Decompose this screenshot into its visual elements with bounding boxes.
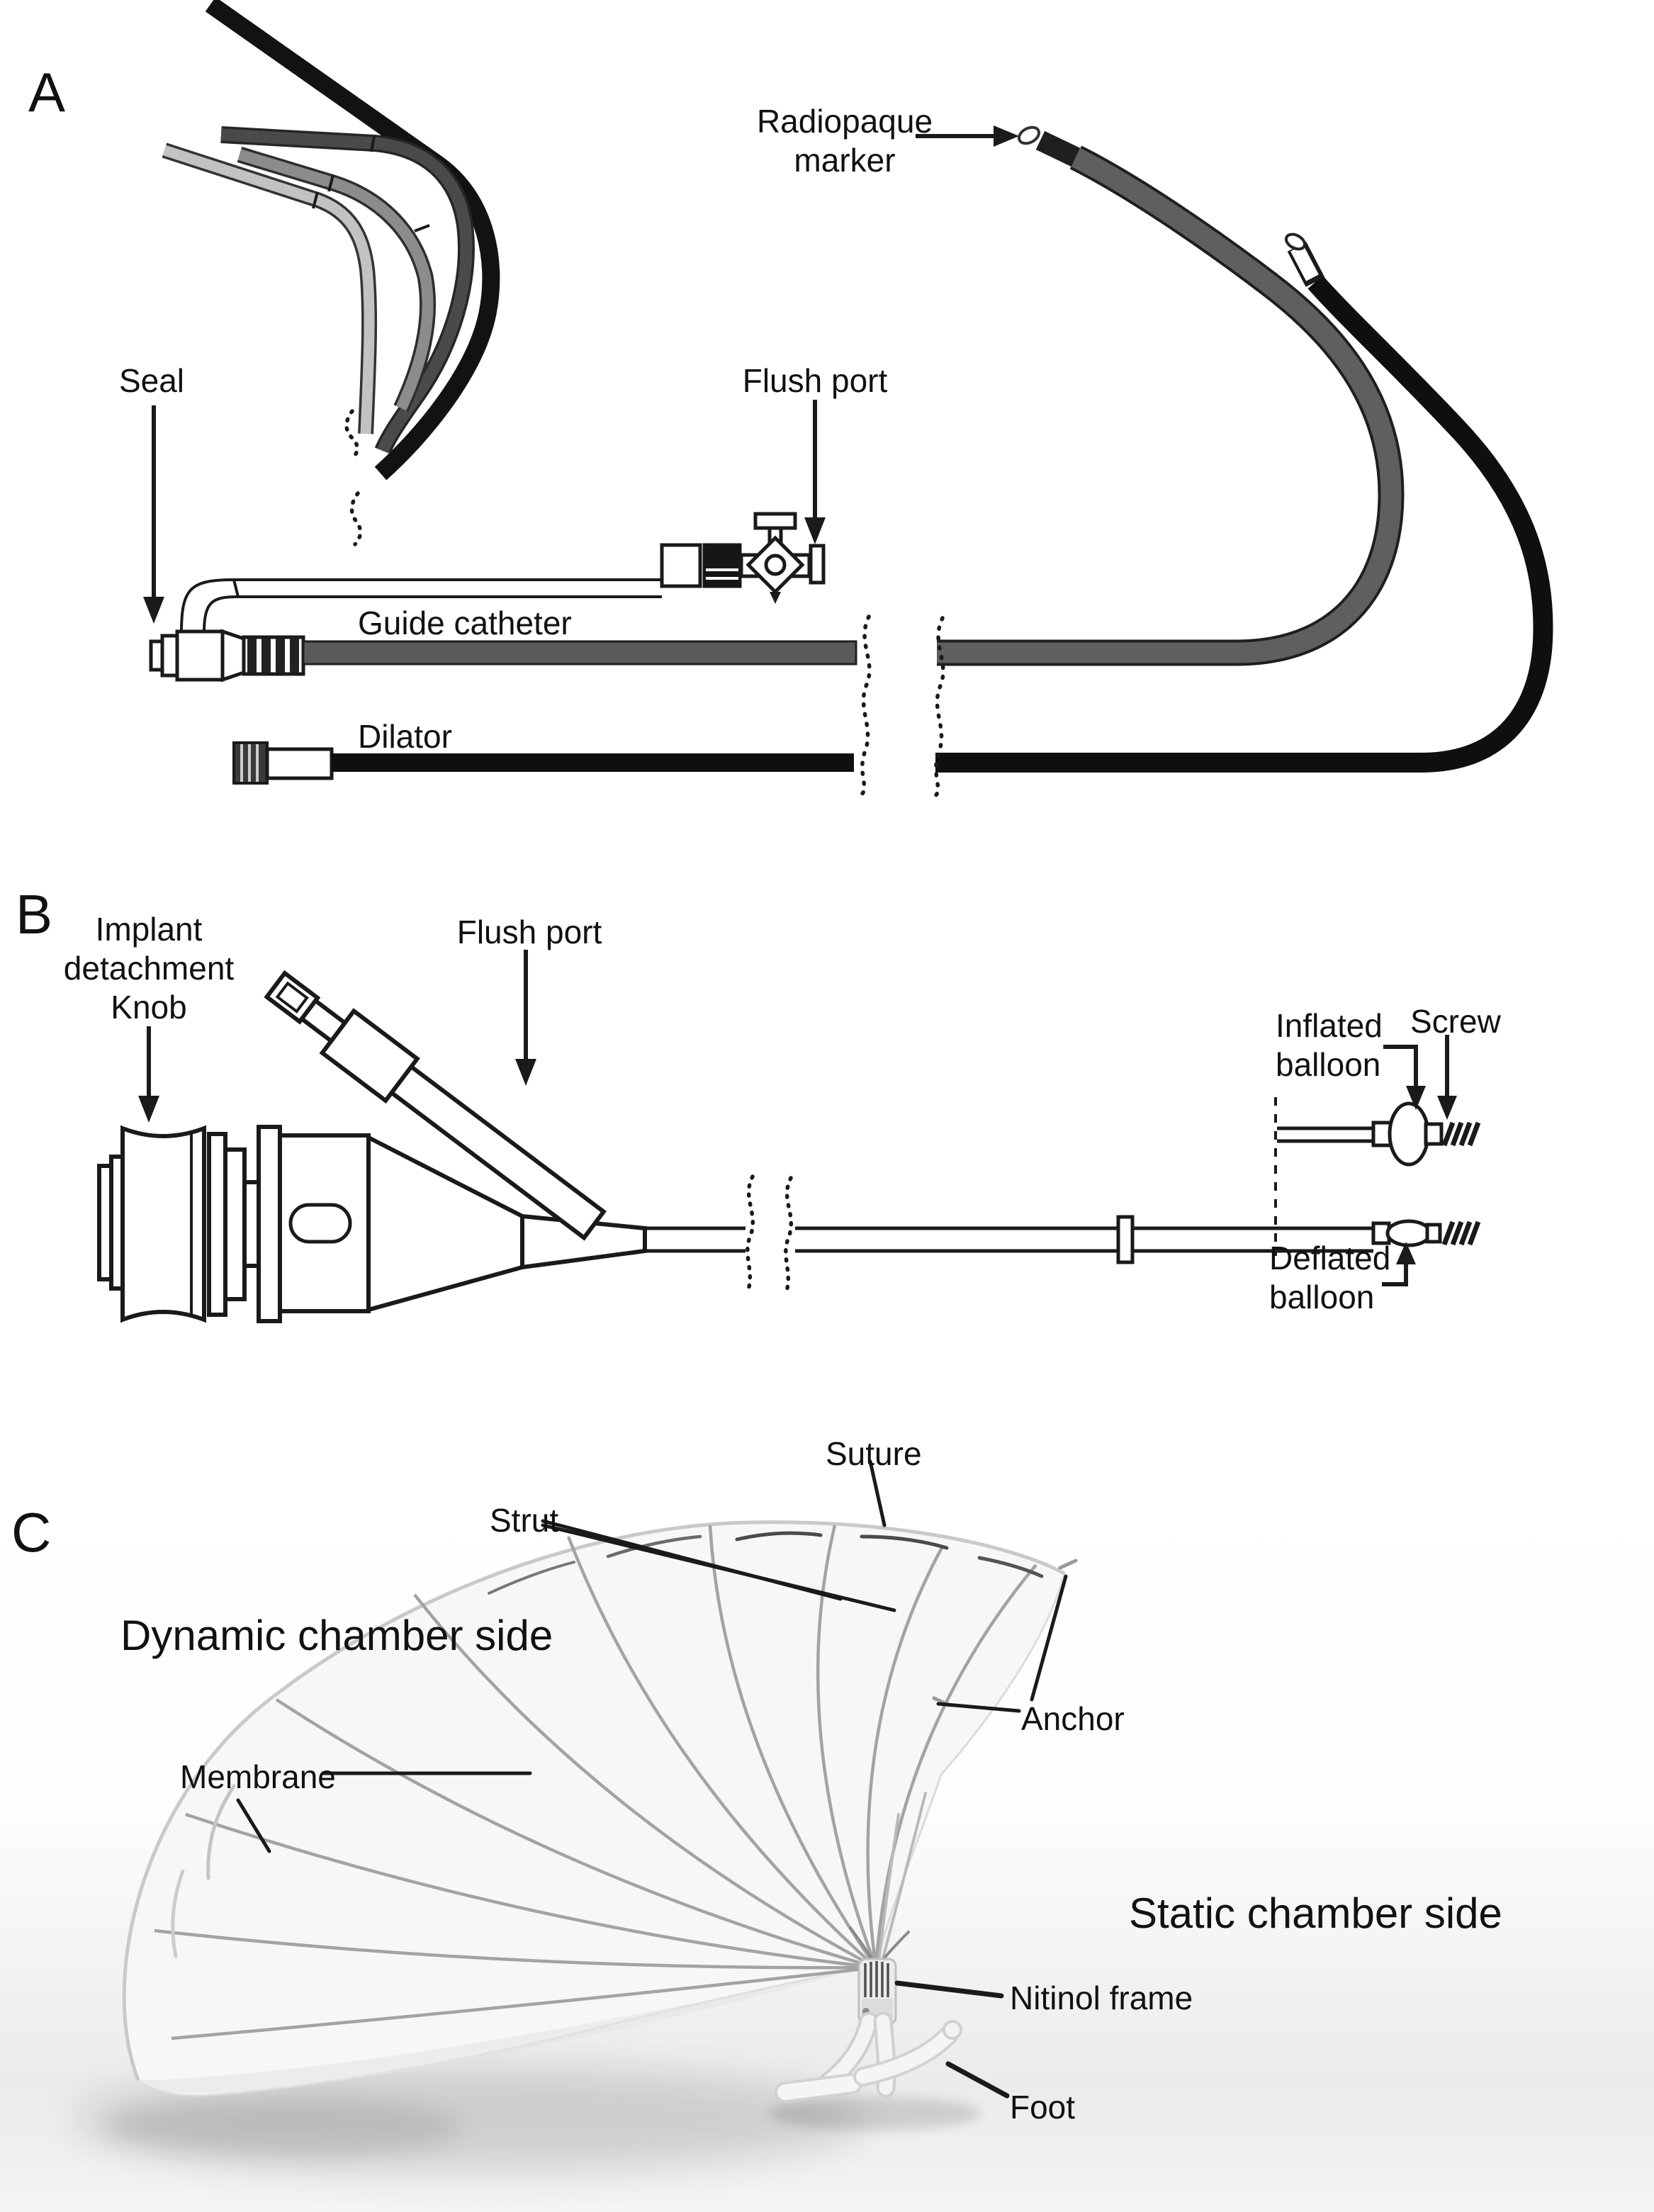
suture-leader (868, 1459, 887, 1527)
label-strut: Strut (490, 1502, 559, 1539)
label-foot: Foot (1010, 2089, 1076, 2126)
arrow-down-icon (804, 517, 826, 544)
label-radiopaque-marker: Radiopaque marker (757, 102, 933, 180)
sheath-curve-mid-gray (237, 149, 434, 411)
label-implant-detachment-knob: Implant detachment Knob (64, 910, 234, 1028)
arrow-right-icon (994, 125, 1019, 147)
panel-b-artwork (97, 950, 1481, 1323)
inner-catheter-curve-light-gray (162, 145, 375, 434)
arrow-down-icon (515, 1059, 536, 1086)
label-deflated-balloon: Deflated balloon (1269, 1239, 1390, 1317)
arrow-down-icon (1406, 1086, 1426, 1110)
delivery-shaft (645, 1226, 1373, 1253)
guide-catheter-hub (149, 629, 305, 683)
implant-foot (775, 2011, 962, 2103)
label-inflated-balloon: Inflated balloon (1276, 1006, 1383, 1084)
deflated-balloon (1385, 1219, 1432, 1247)
inflated-balloon-detail (1277, 1101, 1481, 1167)
flush-port-stopcock (660, 512, 826, 604)
implant-struts (154, 1525, 1037, 2040)
panel-a-letter: A (28, 61, 66, 123)
strain-relief-ribs (247, 639, 299, 673)
label-dynamic-chamber-side: Dynamic chamber side (120, 1612, 553, 1659)
shaft-marker-band (1116, 1215, 1135, 1264)
anchor-leader-2 (936, 1702, 1021, 1713)
label-flush-port-a: Flush port (742, 362, 888, 399)
deflated-balloon-detail (1371, 1219, 1481, 1247)
deflated-balloon-leader (1382, 1242, 1416, 1286)
hub-side-tube (180, 578, 662, 634)
label-anchor: Anchor (1021, 1700, 1125, 1737)
inflated-balloon-leader (1383, 1045, 1426, 1110)
panel-c-leaders (236, 1459, 1068, 2099)
label-nitinol-frame: Nitinol frame (1010, 1980, 1193, 2016)
knurl-lines (240, 744, 259, 782)
membrane-rim (122, 1520, 1066, 2081)
screw-arrow (1437, 1035, 1457, 1120)
device-shadow-dark (106, 2098, 461, 2157)
label-static-chamber-side: Static chamber side (1129, 1890, 1502, 1937)
membrane-leader-2 (236, 1798, 271, 1853)
arrow-down-icon (143, 597, 164, 624)
label-inflated-line2: balloon (1276, 1046, 1381, 1084)
screw-threads-upper (1441, 1121, 1481, 1147)
label-seal: Seal (118, 362, 185, 399)
label-radiopaque-line2: marker (794, 142, 896, 179)
radiopaque-arrow (916, 125, 1019, 147)
label-dilator: Dilator (358, 718, 452, 755)
label-knob-line3: Knob (111, 989, 187, 1026)
dilator-assembly (232, 232, 1553, 785)
arrow-down-icon (1437, 1096, 1457, 1120)
membrane-underside-shading (138, 1963, 877, 2094)
dilator-curve-black (205, 0, 500, 481)
panel-a-artwork (143, 0, 1553, 799)
panel-c-artwork (0, 1459, 1654, 2212)
guide-catheter-curve-dark-gray (220, 128, 473, 454)
segment-joints (312, 135, 430, 232)
break-marks-shafts-a (858, 614, 945, 799)
strut-leader-2 (541, 1523, 896, 1612)
arrow-up-icon (1396, 1242, 1416, 1264)
break-marks-shaft-b (745, 1174, 793, 1298)
label-membrane: Membrane (180, 1758, 336, 1795)
break-marks-bundle (344, 409, 363, 546)
label-guide-catheter: Guide catheter (358, 605, 572, 641)
label-flush-port-b: Flush port (456, 914, 602, 950)
label-knob-line1: Implant (95, 911, 203, 948)
panel-b-letter: B (16, 883, 53, 945)
hub-frame-stripes (864, 1961, 889, 1997)
flush-arm (264, 970, 607, 1241)
label-suture: Suture (826, 1435, 922, 1472)
label-deflated-line1: Deflated (1269, 1240, 1391, 1276)
foot-leader (945, 2061, 1010, 2099)
knob-arrow (138, 1026, 159, 1123)
inflated-balloon (1388, 1101, 1430, 1167)
delivery-handle (97, 1125, 647, 1323)
catheter-tip-bundle (162, 0, 500, 546)
label-inflated-line1: Inflated (1276, 1007, 1383, 1044)
seal-arrow (143, 405, 164, 624)
arrow-down-icon (138, 1096, 159, 1123)
label-radiopaque-line1: Radiopaque (756, 103, 933, 140)
panel-c-letter: C (11, 1501, 52, 1563)
screw-threads-lower (1441, 1220, 1481, 1246)
nitinol-leader (894, 1980, 1004, 1999)
flush-port-arrow-b (515, 950, 536, 1086)
anchor-leader-1 (1030, 1574, 1068, 1702)
label-screw: Screw (1410, 1003, 1501, 1040)
radiopaque-marker-tip (1017, 125, 1081, 167)
anchor-tip-top (1058, 1559, 1078, 1570)
label-deflated-line2: balloon (1269, 1279, 1375, 1316)
sheath-curve-outline (237, 146, 437, 412)
guide-catheter-shaft (302, 125, 1405, 666)
foot-shadow (769, 2096, 981, 2130)
flush-port-arrow-a (804, 400, 826, 544)
dilator-tip (1284, 232, 1325, 287)
label-knob-line2: detachment (63, 950, 235, 987)
